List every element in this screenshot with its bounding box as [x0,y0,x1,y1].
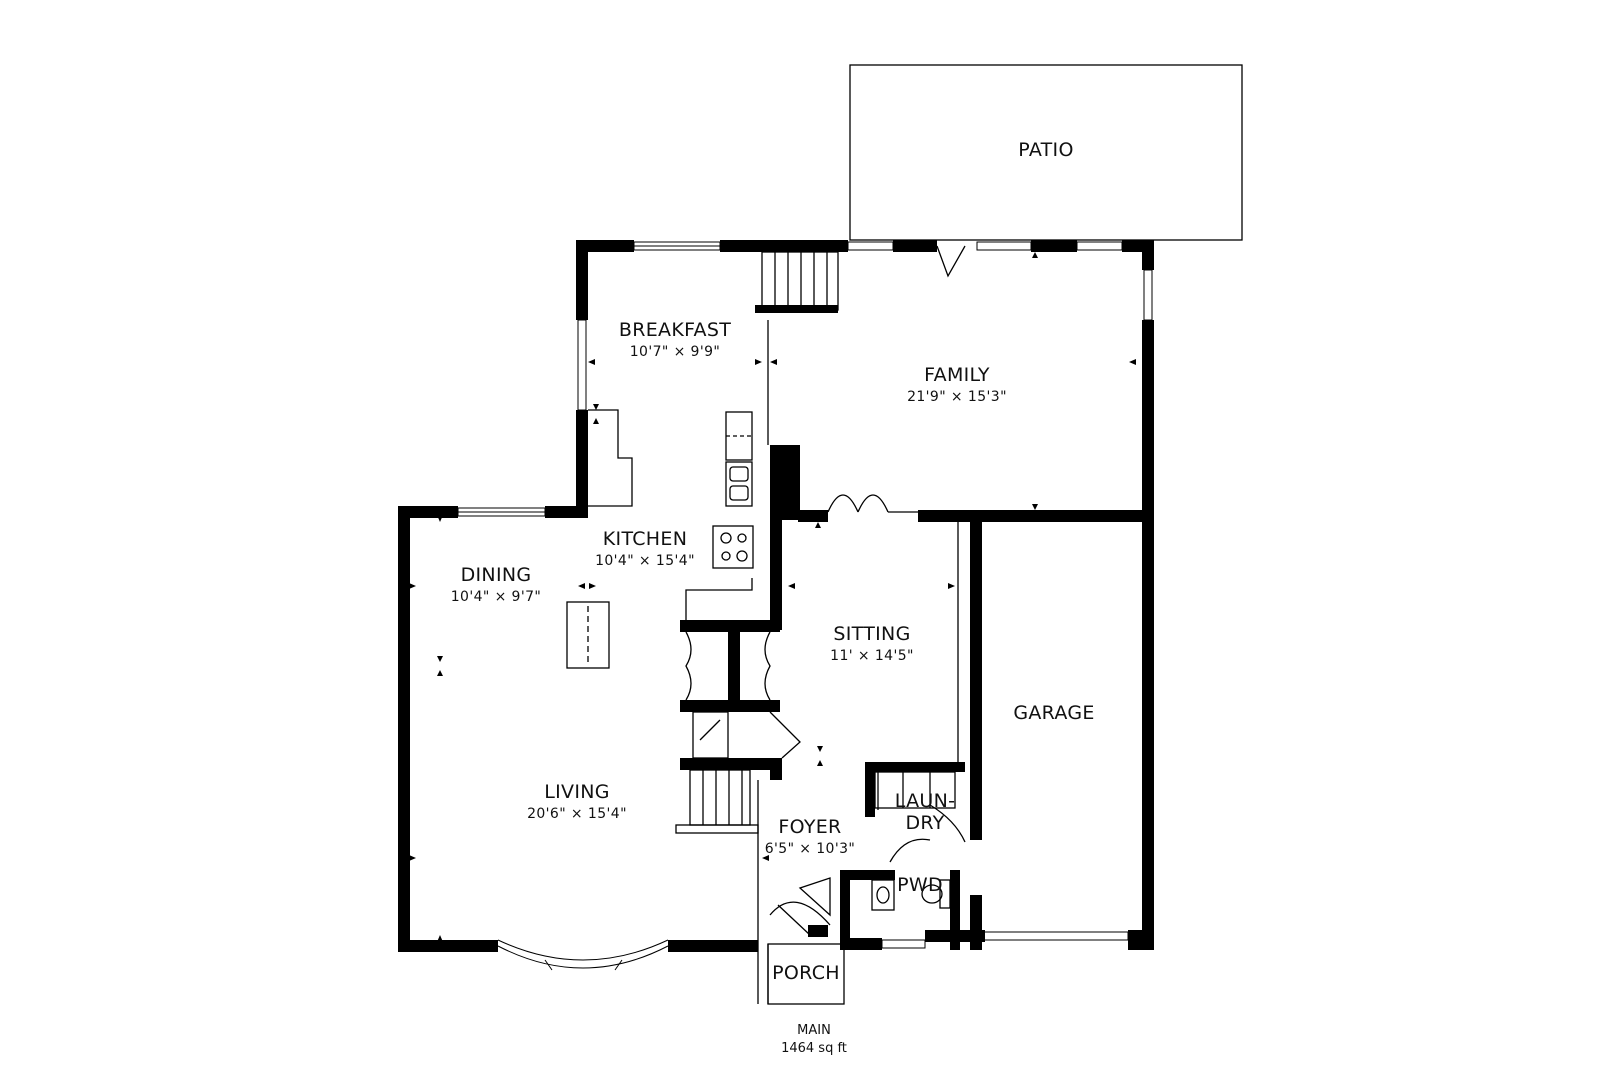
pwd-label: PWD [897,874,943,896]
floor-caption: MAIN 1464 sq ft [781,1023,847,1056]
porch-label: PORCH [772,962,840,984]
laundry-label-line1: LAUN- [895,790,956,812]
kitchen-island [566,601,610,669]
kitchen-dims: 10'4" × 15'4" [595,553,695,569]
breakfast-dims: 10'7" × 9'9" [630,344,721,360]
living-label: LIVING [544,781,610,803]
floor-name: MAIN [797,1023,831,1038]
sink-icon [725,461,753,507]
laundry-fixtures [874,771,956,809]
sitting-label: SITTING [833,623,910,645]
kitchen-label: KITCHEN [603,528,687,550]
dining-label: DINING [461,564,532,586]
windows [457,241,1153,971]
laundry-label-line2: DRY [905,812,944,834]
pwd-fixtures [871,879,951,911]
dimension-arrows [409,252,1136,942]
stairs-rear [755,251,839,313]
vanity-icon [871,879,895,911]
patio-label: PATIO [1018,139,1073,161]
sitting-dims: 11' × 14'5" [830,648,914,664]
foyer-label: FOYER [778,816,841,838]
doors [769,245,966,936]
walls [398,240,1154,952]
floor-area: 1464 sq ft [781,1041,847,1056]
family-label: FAMILY [924,364,990,386]
closets [685,631,801,759]
garage-label: GARAGE [1013,702,1094,724]
kitchen-fixtures [566,409,754,669]
toilet-icon [939,879,951,909]
foyer-dims: 6'5" × 10'3" [765,841,856,857]
room-labels: PATIO BREAKFAST 10'7" × 9'9" FAMILY 21'9… [451,139,1095,984]
breakfast-label: BREAKFAST [619,319,731,341]
family-dims: 21'9" × 15'3" [907,389,1007,405]
stove-icon [712,525,754,569]
stairs-front [675,711,759,834]
partitions [757,320,959,1005]
living-dims: 20'6" × 15'4" [527,806,627,822]
dining-dims: 10'4" × 9'7" [451,589,542,605]
